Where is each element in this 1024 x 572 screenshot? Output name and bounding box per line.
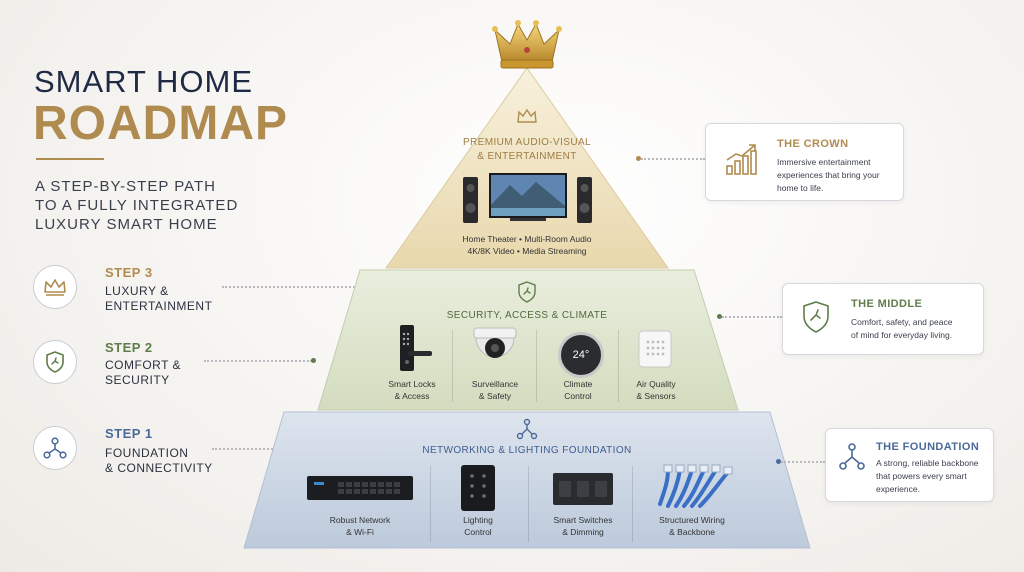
- crown-card-title: THE CROWN: [777, 138, 849, 150]
- network-caption-1: Robust Network: [329, 515, 391, 525]
- crown-tier-title-1: PREMIUM AUDIO-VISUAL: [462, 137, 592, 148]
- step-3-label-1: LUXURY &: [105, 284, 169, 298]
- foundation-separator-3: [632, 466, 633, 542]
- middle-card-body-2: of mind for everyday living.: [851, 330, 953, 340]
- crown-connector-dot: [636, 156, 641, 161]
- middle-separator-2: [536, 330, 537, 402]
- smart-lock-icon: [400, 325, 432, 371]
- step-3-label-2: ENTERTAINMENT: [105, 299, 213, 313]
- crown-card-body-2: experiences that bring your: [777, 170, 880, 180]
- crown-tier: [385, 67, 669, 269]
- crown-card-body-1: Immersive entertainment: [777, 157, 871, 167]
- crown-card-body-3: home to life.: [777, 183, 824, 193]
- subtitle-line-3: LUXURY SMART HOME: [35, 216, 218, 233]
- crown-card: THE CROWN Immersive entertainment experi…: [705, 123, 904, 201]
- step-1-label-1: FOUNDATION: [105, 446, 189, 460]
- middle-tier: [317, 269, 739, 411]
- smart-locks-caption-2: & Access: [394, 391, 430, 401]
- growth-chart-icon: [726, 144, 757, 175]
- title-line-1: SMART HOME: [34, 64, 253, 99]
- middle-tier-shield-icon: [518, 281, 536, 303]
- step-1-number: STEP 1: [105, 426, 153, 441]
- foundation-card-title: THE FOUNDATION: [876, 441, 980, 453]
- climate-caption-1: Climate: [563, 379, 593, 389]
- step-1-connector: [212, 448, 276, 450]
- surveillance-caption-2: & Safety: [478, 391, 512, 401]
- subtitle-line-2: TO A FULLY INTEGRATED: [35, 197, 239, 214]
- step-2-label-2: SECURITY: [105, 373, 170, 387]
- air-quality-sensor-icon: [638, 330, 672, 368]
- crown-icon: [44, 279, 66, 296]
- middle-card: THE MIDDLE Comfort, safety, and peace of…: [782, 283, 984, 355]
- subtitle-line-1: A STEP-BY-STEP PATH: [35, 178, 216, 195]
- network-icon: [839, 443, 865, 470]
- shield-icon: [803, 301, 829, 333]
- home-theater-graphic: [463, 173, 592, 223]
- step-2-connector: [204, 360, 312, 362]
- title-divider: [36, 158, 104, 160]
- step-3-badge: [33, 265, 77, 309]
- middle-card-body-1: Comfort, safety, and peace: [851, 317, 953, 327]
- crown-tier-content: PREMIUM AUDIO-VISUAL & ENTERTAINMENT Hom…: [386, 137, 668, 267]
- security-camera-icon: [473, 327, 517, 358]
- thermostat-icon: 24°: [558, 332, 604, 378]
- climate-caption-2: Control: [564, 391, 592, 401]
- foundation-connector: [781, 461, 825, 463]
- crown-tier-features-2: 4K/8K Video • Media Streaming: [467, 246, 587, 256]
- structured-wiring-icon: [658, 464, 733, 508]
- middle-connector: [722, 316, 782, 318]
- step-3-connector: [222, 286, 358, 288]
- network-caption-2: & Wi-Fi: [346, 527, 374, 537]
- middle-card-title: THE MIDDLE: [851, 298, 923, 310]
- wiring-caption-2: & Backbone: [669, 527, 715, 537]
- surveillance-caption-1: Surveillance: [471, 379, 519, 389]
- foundation-separator-1: [430, 466, 431, 542]
- lighting-keypad-icon: [461, 465, 495, 511]
- crown-tier-features-1: Home Theater • Multi-Room Audio: [462, 234, 592, 244]
- middle-separator-3: [618, 330, 619, 402]
- crown-connector: [641, 158, 705, 160]
- foundation-tier: [243, 411, 811, 549]
- switches-caption-1: Smart Switches: [553, 515, 613, 525]
- foundation-card-body-1: A strong, reliable backbone: [876, 458, 979, 468]
- network-switch-icon: [307, 476, 413, 500]
- title-line-2: ROADMAP: [33, 97, 288, 150]
- middle-tier-title: SECURITY, ACCESS & CLIMATE: [446, 310, 608, 321]
- crown-tier-icon: [517, 108, 537, 123]
- foundation-connector-dot: [776, 459, 781, 464]
- shield-icon: [46, 351, 64, 373]
- step-1-badge: [33, 426, 77, 470]
- gold-crown-icon: [492, 20, 562, 69]
- step-1-label-2: & CONNECTIVITY: [105, 461, 213, 475]
- lighting-caption-2: Control: [464, 527, 492, 537]
- network-icon: [43, 437, 67, 459]
- bottom-tier-network-icon: [516, 418, 538, 440]
- middle-connector-dot: [717, 314, 722, 319]
- foundation-separator-2: [528, 466, 529, 542]
- step-3-number: STEP 3: [105, 265, 153, 280]
- smart-locks-caption-1: Smart Locks: [388, 379, 436, 389]
- smart-switch-icon: [553, 473, 613, 505]
- air-quality-caption-2: & Sensors: [636, 391, 676, 401]
- foundation-card-body-2: that powers every smart: [876, 471, 967, 481]
- middle-separator-1: [452, 330, 453, 402]
- step-2-badge: [33, 340, 77, 384]
- switches-caption-2: & Dimming: [562, 527, 604, 537]
- lighting-caption-1: Lighting: [463, 515, 493, 525]
- foundation-tier-title: NETWORKING & LIGHTING FOUNDATION: [422, 445, 632, 456]
- wiring-caption-1: Structured Wiring: [659, 515, 725, 525]
- foundation-card-body-3: experience.: [876, 484, 920, 494]
- step-2-connector-dot: [311, 358, 316, 363]
- air-quality-caption-1: Air Quality: [636, 379, 676, 389]
- step-2-number: STEP 2: [105, 340, 153, 355]
- crown-tier-title-2: & ENTERTAINMENT: [477, 151, 577, 162]
- foundation-card: THE FOUNDATION A strong, reliable backbo…: [825, 428, 994, 502]
- step-2-label-1: COMFORT &: [105, 358, 182, 372]
